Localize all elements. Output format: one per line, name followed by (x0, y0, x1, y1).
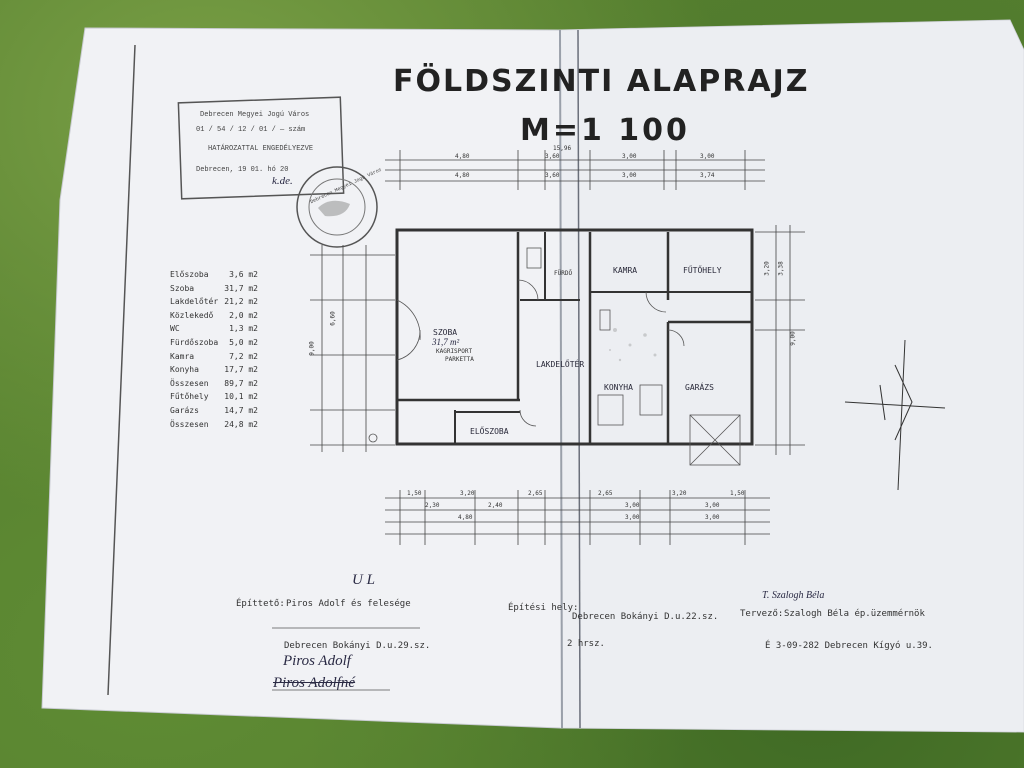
dim-bottom2-1: 2,30 (425, 502, 440, 509)
room-szoba-note-1: KAGRISPORT (436, 348, 473, 355)
right-dimension-lines (755, 225, 805, 455)
top-dimension-lines (385, 150, 765, 190)
margin-handwriting: U L (352, 572, 375, 588)
room-futohely: FŰTŐHELY (683, 266, 722, 275)
room-szoba: SZOBA (433, 328, 458, 337)
approval-stamp-box (177, 96, 345, 200)
margin-line (107, 44, 136, 696)
stamp-line-1: Debrecen Megyei Jogú Város (200, 111, 310, 119)
dim-left-2: 9,00 (308, 341, 316, 356)
dim-bottom-3: 2,65 (528, 490, 543, 497)
dim-top-4: 3,00 (700, 153, 715, 160)
site-address: Debrecen Bokányi D.u.22.sz. (572, 612, 719, 622)
dim-bottom-5: 3,20 (672, 490, 687, 497)
dim-top-2: 3,60 (545, 153, 560, 160)
dim-top2-3: 3,00 (622, 172, 637, 179)
builder-signature-2: Piros Adolfné (273, 675, 356, 691)
dim-bottom3-3: 3,00 (705, 514, 720, 521)
stamp-line-4: Debrecen, 19 01. hó 20 (196, 166, 289, 174)
builder-label: Építtető: (236, 599, 285, 609)
plan-title: FÖLDSZINTI ALAPRAJZ (393, 64, 810, 99)
dim-bottom-2: 3,20 (460, 490, 475, 497)
plan-details (368, 247, 741, 466)
room-kamra: KAMRA (613, 266, 638, 275)
round-seal (296, 166, 378, 248)
stamp-line-3: HATÁROZATTAL ENGEDÉLYEZVE (208, 145, 314, 153)
dim-bottom3-2: 3,00 (625, 514, 640, 521)
dim-right-1: 3,20 (763, 261, 771, 276)
dim-bottom-4: 2,65 (598, 490, 613, 497)
stamp-line-2: 01 / 54 / 12 / 01 / — szám (196, 126, 306, 134)
dim-top-total: 15,96 (553, 145, 572, 152)
builder-signature-1: Piros Adolf (283, 653, 351, 669)
room-szoba-area: 31,7 m² (432, 337, 460, 347)
dim-bottom2-2: 2,40 (488, 502, 503, 509)
dim-top2-4: 3,74 (700, 172, 715, 179)
floor-plan-walls (395, 228, 754, 446)
dim-top-1: 4,80 (455, 153, 470, 160)
site-hrsz: 2 hrsz. (567, 639, 605, 649)
room-furdo: FÜRDŐ (554, 270, 573, 277)
dim-top2-2: 3,60 (545, 172, 560, 179)
designer-label: Tervező: (740, 609, 784, 619)
builder-address: Debrecen Bokányi D.u.29.sz. (284, 641, 431, 651)
dim-bottom3-1: 4,80 (458, 514, 473, 521)
north-arrow-symbol (844, 339, 946, 491)
dim-top-3: 3,00 (622, 153, 637, 160)
stamp-signature: k.de. (272, 175, 293, 187)
dim-top2-1: 4,80 (455, 172, 470, 179)
dim-left-1: 6,60 (329, 311, 337, 326)
designer-name: Szalogh Béla ép.üzemmérnök (784, 609, 925, 619)
dim-right-2: 3,38 (777, 261, 785, 276)
dim-bottom2-4: 3,00 (705, 502, 720, 509)
room-szoba-note-2: PARKETTA (445, 356, 474, 363)
site-label: Építési hely: (508, 603, 579, 613)
designer-signature: T. Szalogh Béla (762, 590, 825, 601)
room-konyha: KONYHA (604, 383, 633, 392)
room-eloszoba: ELŐSZOBA (470, 427, 509, 436)
room-garazs: GARÁZS (685, 383, 714, 392)
left-dimension-lines (310, 245, 395, 452)
dim-bottom-1: 1,50 (407, 490, 422, 497)
room-lakdeloter: LAKDELŐTÉR (536, 360, 585, 369)
builder-name: Piros Adolf és felesége (286, 599, 411, 609)
dim-right-3: 9,00 (789, 331, 797, 346)
center-fold (559, 29, 563, 729)
bottom-dimension-lines (385, 490, 770, 545)
designer-address: É 3-09-282 Debrecen Kígyó u.39. (765, 641, 933, 651)
dim-bottom-6: 1,50 (730, 490, 745, 497)
dim-bottom2-3: 3,00 (625, 502, 640, 509)
plan-scale: M=1 100 (520, 113, 690, 148)
